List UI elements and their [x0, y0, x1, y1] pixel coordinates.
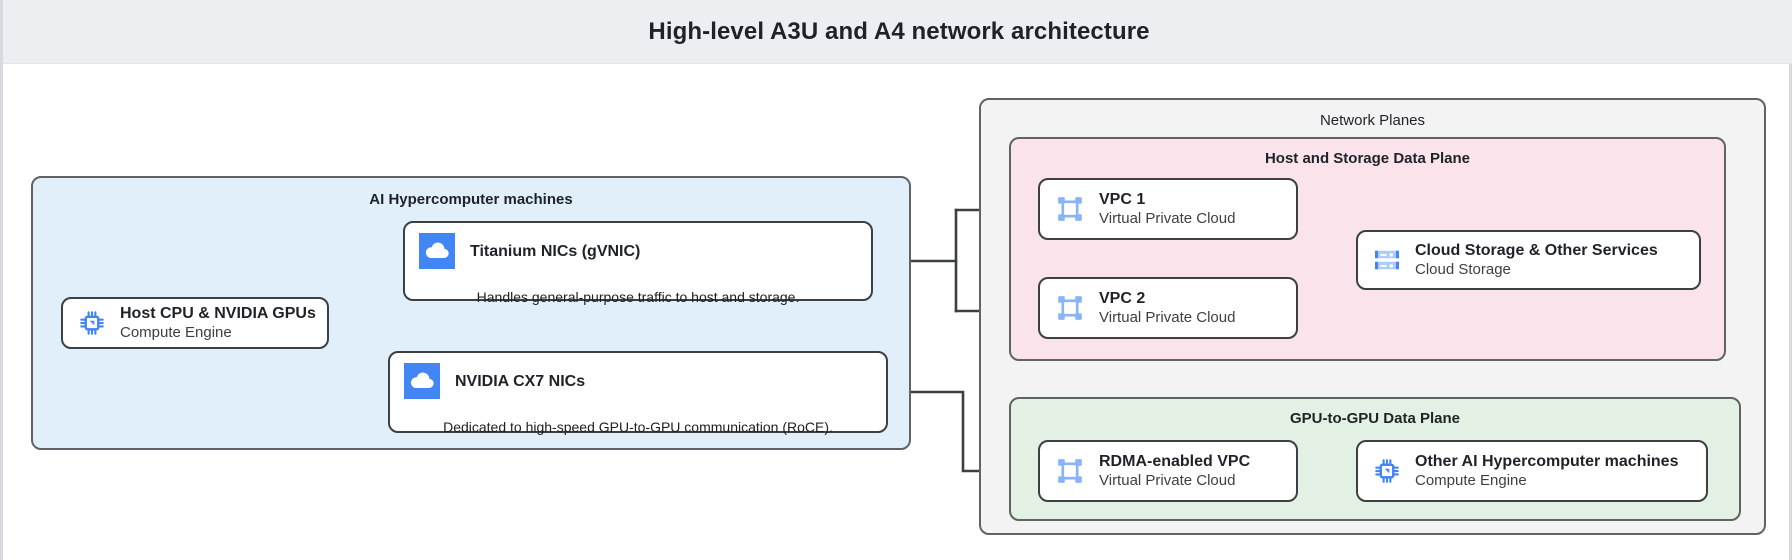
card-title: RDMA-enabled VPC: [1099, 453, 1251, 470]
vpc-icon: [1058, 459, 1082, 483]
group-label-ai-hypercomputer-machines: AI Hypercomputer machines: [369, 191, 573, 208]
card-note: Handles general-purpose traffic to host …: [476, 289, 800, 305]
card-rdma-enabled-vpc[interactable]: RDMA-enabled VPC Virtual Private Cloud: [1038, 440, 1298, 502]
card-other-ai-hypercomputer-machines[interactable]: Other AI Hypercomputer machines Compute …: [1356, 440, 1708, 502]
cloud-icon: [419, 233, 455, 269]
card-subtitle: Compute Engine: [1415, 472, 1527, 489]
card-title: Other AI Hypercomputer machines: [1415, 453, 1679, 470]
storage-icon: [1375, 250, 1399, 270]
card-title: Cloud Storage & Other Services: [1415, 242, 1658, 259]
card-vpc-2[interactable]: VPC 2 Virtual Private Cloud: [1038, 277, 1298, 339]
vpc-icon: [1058, 197, 1082, 221]
card-nvidia-cx7-nics[interactable]: NVIDIA CX7 NICs Dedicated to high-speed …: [388, 351, 888, 435]
card-title: Host CPU & NVIDIA GPUs: [120, 305, 316, 322]
group-label-gpu-to-gpu-data-plane: GPU-to-GPU Data Plane: [1289, 410, 1461, 427]
card-subtitle: Virtual Private Cloud: [1099, 210, 1236, 227]
card-title: NVIDIA CX7 NICs: [455, 372, 586, 390]
card-host-cpu-gpus[interactable]: Host CPU & NVIDIA GPUs Compute Engine: [61, 297, 329, 349]
group-label-network-planes: Network Planes: [1319, 112, 1426, 129]
card-subtitle: Cloud Storage: [1415, 261, 1511, 278]
card-title: VPC 1: [1099, 191, 1146, 208]
page-title: High-level A3U and A4 network architectu…: [648, 17, 1150, 45]
vpc-icon: [1058, 296, 1082, 320]
card-subtitle: Compute Engine: [120, 324, 232, 341]
card-cloud-storage[interactable]: Cloud Storage & Other Services Cloud Sto…: [1356, 230, 1701, 290]
card-titanium-nics[interactable]: Titanium NICs (gVNIC) Handles general-pu…: [403, 221, 873, 305]
cloud-icon: [404, 363, 440, 399]
card-note: Dedicated to high-speed GPU-to-GPU commu…: [443, 419, 833, 435]
card-title: Titanium NICs (gVNIC): [470, 242, 641, 260]
card-title: VPC 2: [1099, 290, 1146, 307]
card-vpc-1[interactable]: VPC 1 Virtual Private Cloud: [1038, 178, 1298, 240]
card-subtitle: Virtual Private Cloud: [1099, 472, 1236, 489]
chip-icon: [80, 311, 104, 335]
card-subtitle: Virtual Private Cloud: [1099, 309, 1236, 326]
chip-icon: [1375, 459, 1399, 483]
group-label-host-and-storage-data-plane: Host and Storage Data Plane: [1264, 150, 1471, 167]
page-header: High-level A3U and A4 network architectu…: [3, 0, 1792, 64]
